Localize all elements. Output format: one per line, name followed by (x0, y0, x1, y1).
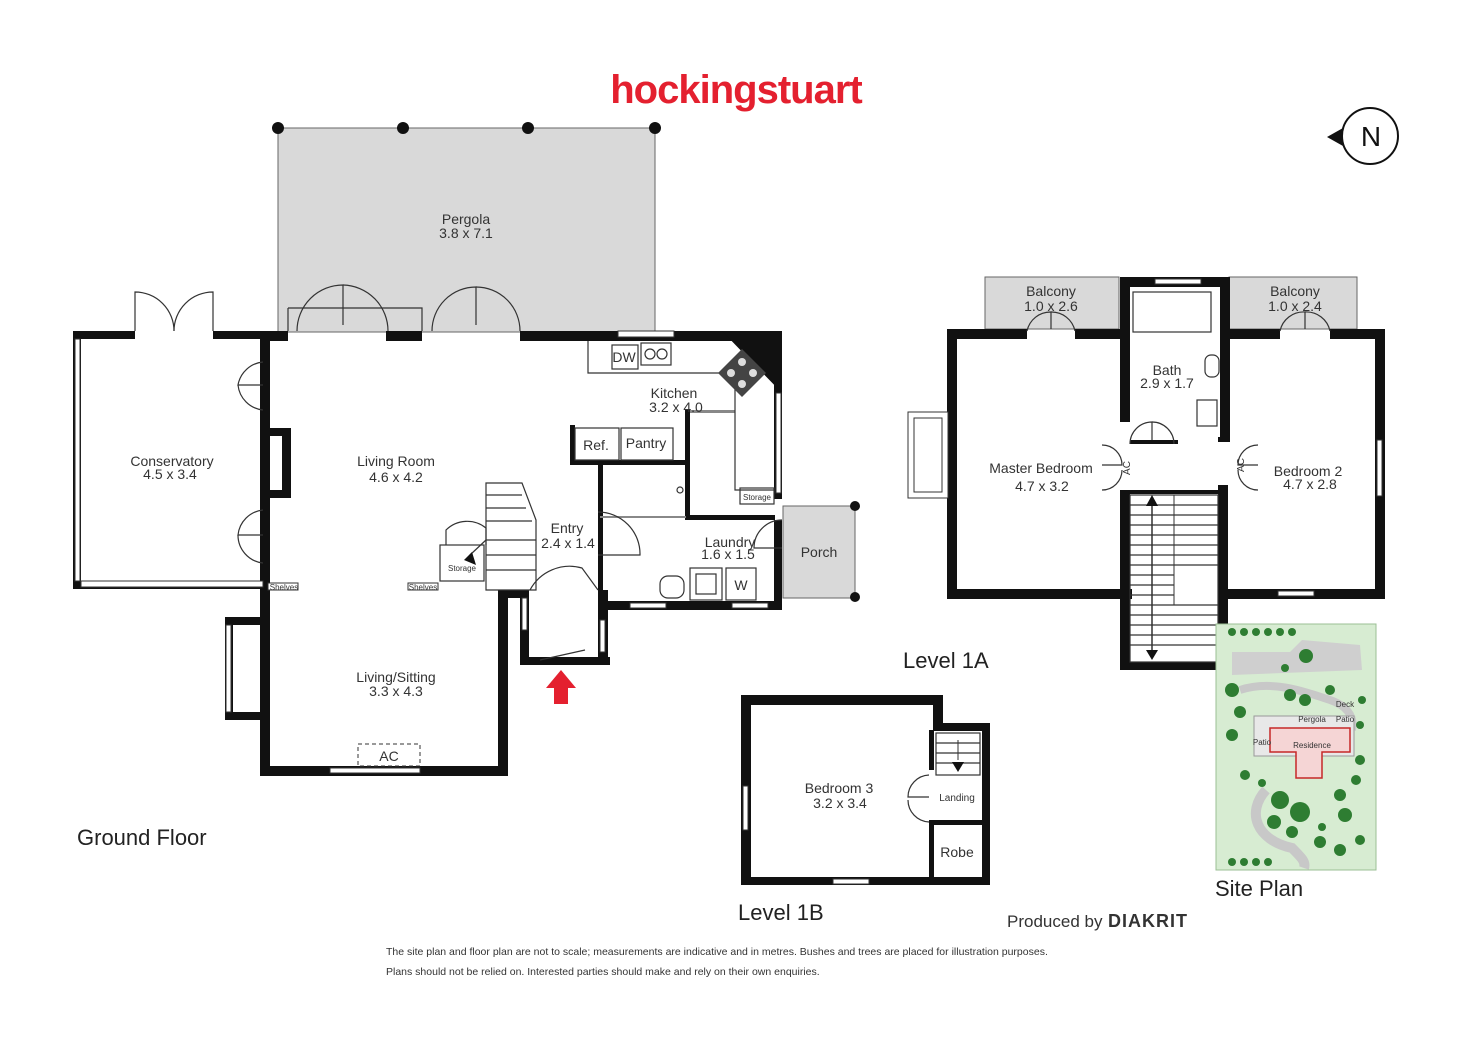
balcony-2-dims: 1.0 x 2.4 (1268, 298, 1322, 314)
bedroom-3-dims: 3.2 x 3.4 (813, 795, 867, 811)
kitchen-storage-label: Storage (743, 493, 772, 502)
porch-area (782, 505, 856, 599)
stair-up-arrow-icon (1146, 495, 1158, 506)
landing-label: Landing (939, 793, 975, 804)
cooktop (718, 349, 766, 397)
fridge-label: Ref. (583, 437, 609, 453)
credit-name: DIAKRIT (1108, 911, 1188, 931)
ground-windows (74, 330, 782, 774)
entry-arrow-icon (546, 670, 576, 704)
north-compass: N (1327, 107, 1399, 165)
balcony-2-name: Balcony (1270, 283, 1320, 299)
kitchen-fixtures: DW Ref. Pantry Storage Kitchen 3.2 x 4.0 (574, 341, 775, 505)
pergola-name: Pergola (442, 211, 490, 227)
ground-floor-title: Ground Floor (77, 825, 207, 850)
shelves-label-right: Shelves (409, 583, 437, 592)
kitchen-dims: 3.2 x 4.0 (649, 399, 703, 415)
stair-down-arrow-icon (1146, 650, 1158, 660)
pergola-dims: 3.8 x 7.1 (439, 225, 493, 241)
ac-label-bedroom2: AC (1236, 458, 1247, 472)
master-bedroom-name: Master Bedroom (989, 460, 1092, 476)
porch-name: Porch (801, 544, 838, 560)
conservatory-dims: 4.5 x 3.4 (143, 466, 197, 482)
ac-label-master: AC (1122, 461, 1133, 475)
pergola-area (277, 127, 656, 333)
robe-label: Robe (940, 844, 974, 860)
site-deck-label: Deck (1336, 700, 1355, 709)
ground-stairs: Storage Shelves Shelves (267, 482, 537, 592)
balcony-1-area (984, 276, 1120, 330)
entry-dims: 2.4 x 1.4 (541, 535, 595, 551)
site-plan-title: Site Plan (1215, 876, 1303, 901)
kitchen-name: Kitchen (651, 385, 698, 401)
stair-storage-label: Storage (448, 564, 477, 573)
site-residence (1269, 727, 1351, 779)
living-room-dims: 4.6 x 4.2 (369, 469, 423, 485)
bedroom-2-dims: 4.7 x 2.8 (1283, 476, 1337, 492)
level-1a-plan: Balcony 1.0 x 2.6 Balcony 1.0 x 2.4 (903, 276, 1385, 673)
ground-doors (134, 284, 783, 661)
conservatory-name: Conservatory (130, 453, 213, 469)
entry-name: Entry (551, 520, 584, 536)
laundry-fixtures: W Laundry 1.6 x 1.5 (659, 534, 757, 601)
site-patio2-label: Patio (1253, 738, 1272, 747)
living-sitting-name: Living/Sitting (356, 669, 435, 685)
bath-shower (1132, 291, 1212, 333)
washer-label: W (734, 577, 748, 593)
site-pergola-label: Pergola (1298, 715, 1326, 724)
ac-unit-ground (357, 743, 421, 767)
pantry-label: Pantry (626, 435, 666, 451)
credit-prefix: Produced by (1007, 912, 1103, 931)
site-residence-label: Residence (1293, 741, 1331, 750)
level-1b-title: Level 1B (738, 900, 824, 925)
master-bedroom-dims: 4.7 x 3.2 (1015, 478, 1069, 494)
dishwasher-label: DW (612, 349, 636, 365)
site-trees (1225, 628, 1366, 866)
ground-floor-plan: Pergola 3.8 x 7.1 Porch (73, 122, 860, 850)
level-1b-plan: Landing Robe Bedroom 3 3.2 x 3.4 Level 1… (738, 695, 990, 925)
bath-name: Bath (1153, 362, 1182, 378)
brand-logo: hockingstuart (610, 68, 862, 112)
compass-arrow-icon (1327, 128, 1343, 146)
level-1a-title: Level 1A (903, 648, 989, 673)
balcony-2-area (1228, 276, 1358, 330)
level-1a-stairs (1129, 494, 1219, 663)
living-sitting-dims: 3.3 x 4.3 (369, 683, 423, 699)
laundry-dims: 1.6 x 1.5 (701, 546, 755, 562)
site-plan: Residence Pergola Patio Patio Deck Site … (1215, 623, 1377, 901)
bath-dims: 2.9 x 1.7 (1140, 375, 1194, 391)
level-1b-stairs (935, 732, 981, 776)
site-patio-label: Patio (1336, 715, 1355, 724)
shelves-label-left: Shelves (270, 583, 298, 592)
living-room-name: Living Room (357, 453, 435, 469)
balcony-1-dims: 1.0 x 2.6 (1024, 298, 1078, 314)
compass-label: N (1361, 121, 1381, 152)
disclaimer-line-2: Plans should not be relied on. Intereste… (386, 966, 820, 978)
ac-label-ground: AC (379, 748, 398, 764)
bedroom-2-name: Bedroom 2 (1274, 463, 1343, 479)
laundry-name: Laundry (705, 534, 756, 550)
balcony-1-name: Balcony (1026, 283, 1076, 299)
disclaimer-line-1: The site plan and floor plan are not to … (386, 946, 1048, 958)
bedroom-3-name: Bedroom 3 (805, 780, 874, 796)
